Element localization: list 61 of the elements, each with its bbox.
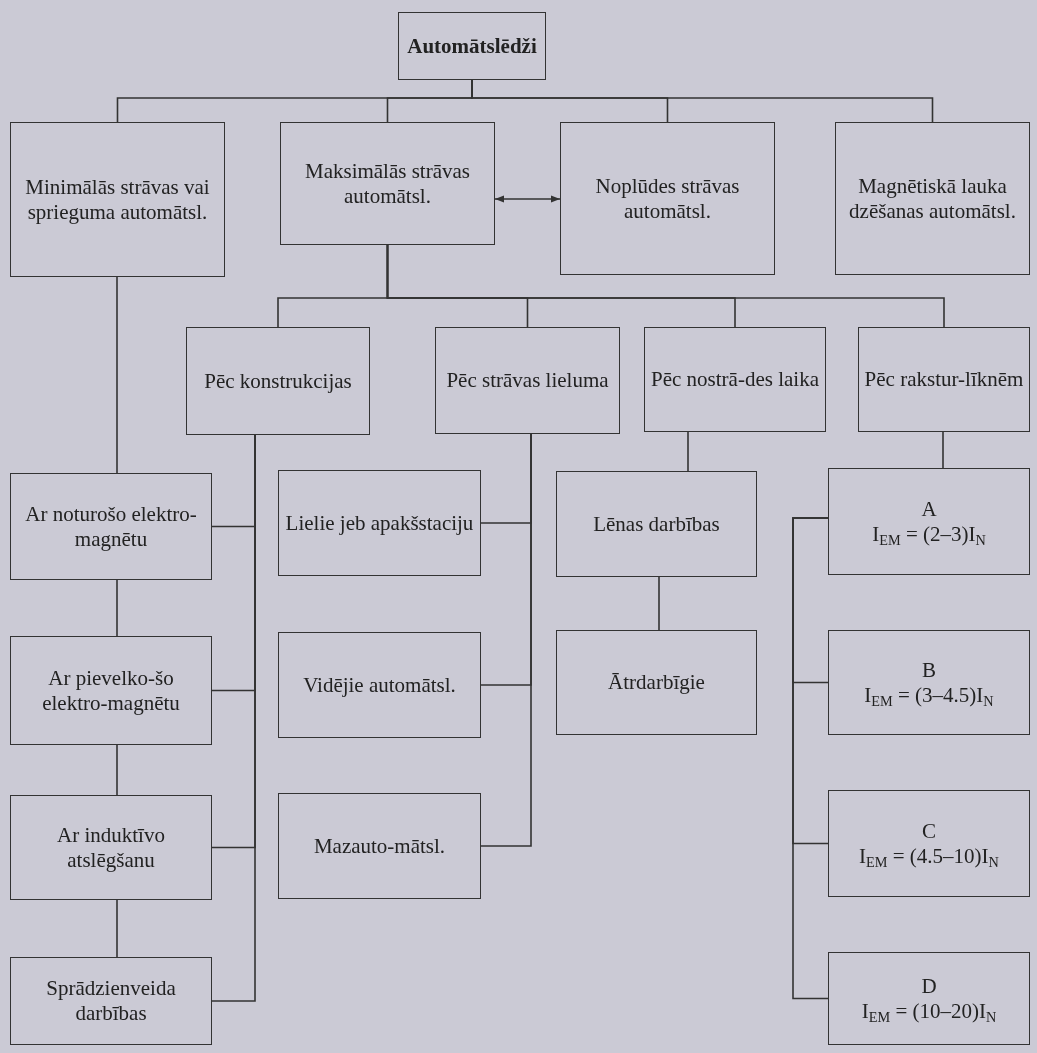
category-box	[435, 327, 620, 434]
category-box	[858, 327, 1030, 432]
box-label: Pēc nostrā-des laika	[651, 367, 819, 392]
box-label: Ar noturošo elektro-magnētu	[24, 501, 198, 552]
category-box	[10, 636, 212, 745]
category-box	[828, 952, 1030, 1045]
connector-line	[471, 79, 934, 123]
category-box	[828, 630, 1030, 735]
connector-line	[211, 434, 256, 1002]
category-box	[278, 793, 481, 899]
connector-line	[942, 431, 944, 469]
box-label: Noplūdes strāvas automātsl.	[594, 173, 741, 224]
category-box	[10, 473, 212, 580]
connector-line	[687, 431, 689, 472]
box-label: Sprādzienveida darbības	[45, 976, 177, 1026]
connector-line	[386, 244, 945, 328]
category-box	[398, 12, 546, 80]
box-label: D	[921, 973, 937, 999]
box-label: B	[922, 657, 936, 683]
category-box	[280, 122, 495, 245]
connector-line	[658, 576, 660, 631]
box-label: C	[922, 818, 936, 844]
formula-text: I$_{EM}$ = (3–4.5)I$_{N}$	[864, 682, 994, 708]
category-box	[10, 122, 225, 277]
formula-text: I$_{EM}$ = (10–20)I$_{N}$	[861, 998, 997, 1024]
category-box	[186, 327, 370, 435]
connector-line	[480, 433, 532, 847]
formula-text: I$_{EM}$ = (2–3)I$_{N}$	[872, 521, 986, 547]
category-box	[556, 471, 757, 577]
box-label: Ātrdarbīgie	[608, 670, 705, 695]
box-label: Magnētiskā lauka dzēšanas automātsl.	[848, 173, 1017, 224]
category-box	[828, 468, 1030, 575]
connector-line	[116, 899, 118, 958]
box-label: Ar pievelko-šo elektro-magnētu	[41, 665, 181, 716]
box-label: Maksimālās strāvas automātsl.	[303, 158, 471, 209]
category-box	[278, 632, 481, 738]
connector-line	[792, 517, 829, 1000]
box-label: Pēc rakstur-līknēm	[864, 367, 1024, 392]
box-label: Pēc konstrukcijas	[204, 368, 352, 394]
category-box	[556, 630, 757, 735]
connector-line	[116, 744, 118, 796]
category-box	[835, 122, 1030, 275]
box-label: Automātslēdži	[407, 33, 537, 59]
box-label: Minimālās strāvas vai sprieguma automātsl.	[24, 174, 211, 225]
box-label: Vidējie automātsl.	[303, 672, 456, 698]
category-box	[828, 790, 1030, 897]
box-label: A	[921, 496, 937, 522]
connector-line	[116, 276, 118, 474]
double-arrow	[494, 195, 561, 203]
box-label: Lēnas darbības	[593, 511, 720, 537]
formula-text: I$_{EM}$ = (4.5–10)I$_{N}$	[859, 843, 999, 869]
category-box	[560, 122, 775, 275]
box-label: Ar induktīvo atslēgšanu	[56, 822, 166, 873]
box-label: Mazauto-mātsl.	[313, 833, 446, 859]
box-label: Lielie jeb apakšstaciju	[285, 510, 474, 536]
category-box	[10, 957, 212, 1045]
category-box	[278, 470, 481, 576]
category-box	[644, 327, 826, 432]
category-box	[10, 795, 212, 900]
connector-line	[116, 579, 118, 637]
box-label: Pēc strāvas lieluma	[446, 368, 609, 393]
